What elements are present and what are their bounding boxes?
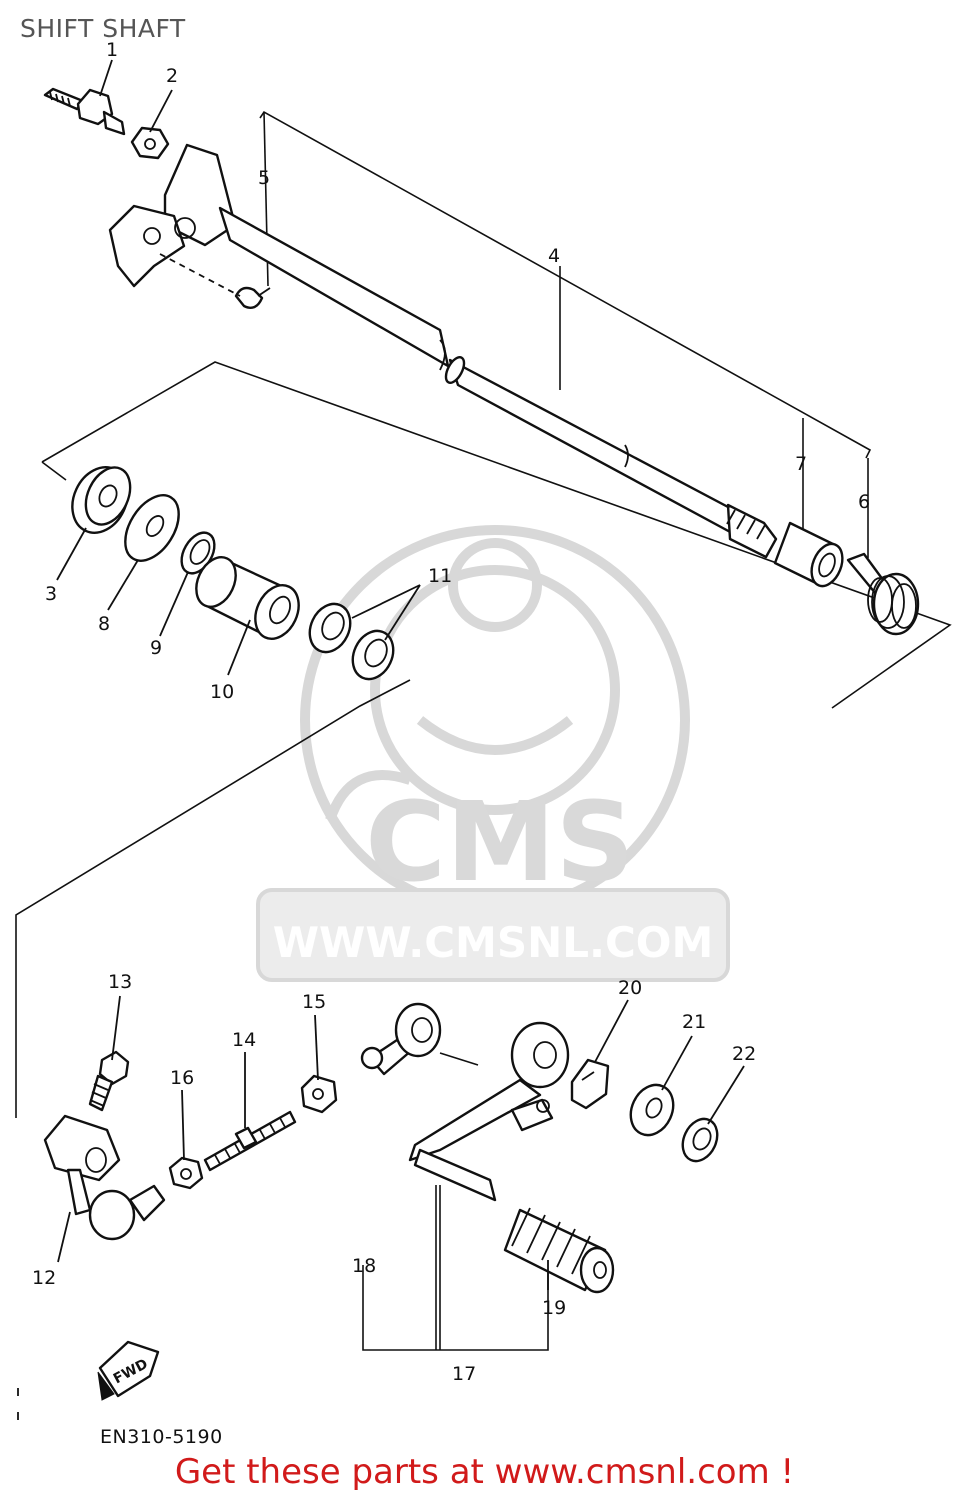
fwd-arrow-icon: FWD (97, 1340, 160, 1401)
bearing-11 (308, 602, 395, 681)
shift-arm-assembly (108, 143, 450, 371)
shift-arm-12 (43, 1114, 166, 1241)
callout-13: 13 (108, 971, 132, 993)
clip-5 (159, 253, 271, 309)
callout-leaders (56, 59, 745, 1290)
callout-2: 2 (166, 65, 178, 87)
bolt-1 (43, 87, 126, 136)
watermark-brand: CMS (365, 778, 634, 906)
callout-12: 12 (32, 1267, 56, 1289)
callout-numbers: 1 2 3 4 5 6 7 8 9 10 11 12 13 14 15 16 1… (32, 39, 870, 1385)
callout-21: 21 (682, 1011, 706, 1033)
washer-21 (629, 1083, 675, 1137)
circlip-22 (681, 1117, 719, 1163)
callout-4: 4 (548, 245, 560, 267)
callout-5: 5 (258, 167, 270, 189)
page-title: SHIFT SHAFT (20, 14, 186, 43)
callout-1: 1 (106, 39, 118, 61)
collar-7 (773, 521, 844, 588)
nut-16 (168, 1156, 204, 1190)
shaft-frame-lines (259, 110, 872, 558)
footer-link[interactable]: Get these parts at www.cmsnl.com ! (174, 1452, 795, 1492)
callout-9: 9 (150, 637, 162, 659)
callout-7: 7 (795, 453, 807, 475)
spring-6 (846, 552, 920, 636)
callout-10: 10 (210, 681, 234, 703)
nut-15 (300, 1074, 338, 1114)
watermark-url: WWW.CMSNL.COM (273, 918, 714, 967)
callout-8: 8 (98, 613, 110, 635)
callout-14: 14 (232, 1029, 256, 1051)
callout-3: 3 (45, 583, 57, 605)
bolt-13 (88, 1050, 130, 1112)
callout-20: 20 (618, 977, 642, 999)
rubber-19 (503, 1207, 615, 1294)
callout-17: 17 (452, 1363, 476, 1385)
callout-19: 19 (542, 1297, 566, 1319)
drawing-code: EN310-5190 (100, 1426, 223, 1448)
joint-18 (360, 1002, 442, 1076)
nut-2 (130, 126, 170, 160)
washer-8 (124, 494, 180, 562)
lever-frame-lines (362, 1052, 549, 1351)
callout-22: 22 (732, 1043, 756, 1065)
watermark-logo: CMS WWW.CMSNL.COM (256, 525, 730, 982)
shift-pedal-17 (408, 1021, 570, 1202)
callout-11: 11 (428, 565, 452, 587)
washer-frame-lines (15, 361, 952, 1118)
bushing-10 (195, 556, 300, 640)
oil-seal-3 (71, 466, 132, 534)
washer-20 (570, 1058, 610, 1110)
rod-14 (203, 1110, 297, 1172)
callout-6: 6 (858, 491, 870, 513)
shift-shaft-4 (444, 356, 778, 559)
callout-18: 18 (352, 1255, 376, 1277)
callout-15: 15 (302, 991, 326, 1013)
callout-16: 16 (170, 1067, 194, 1089)
